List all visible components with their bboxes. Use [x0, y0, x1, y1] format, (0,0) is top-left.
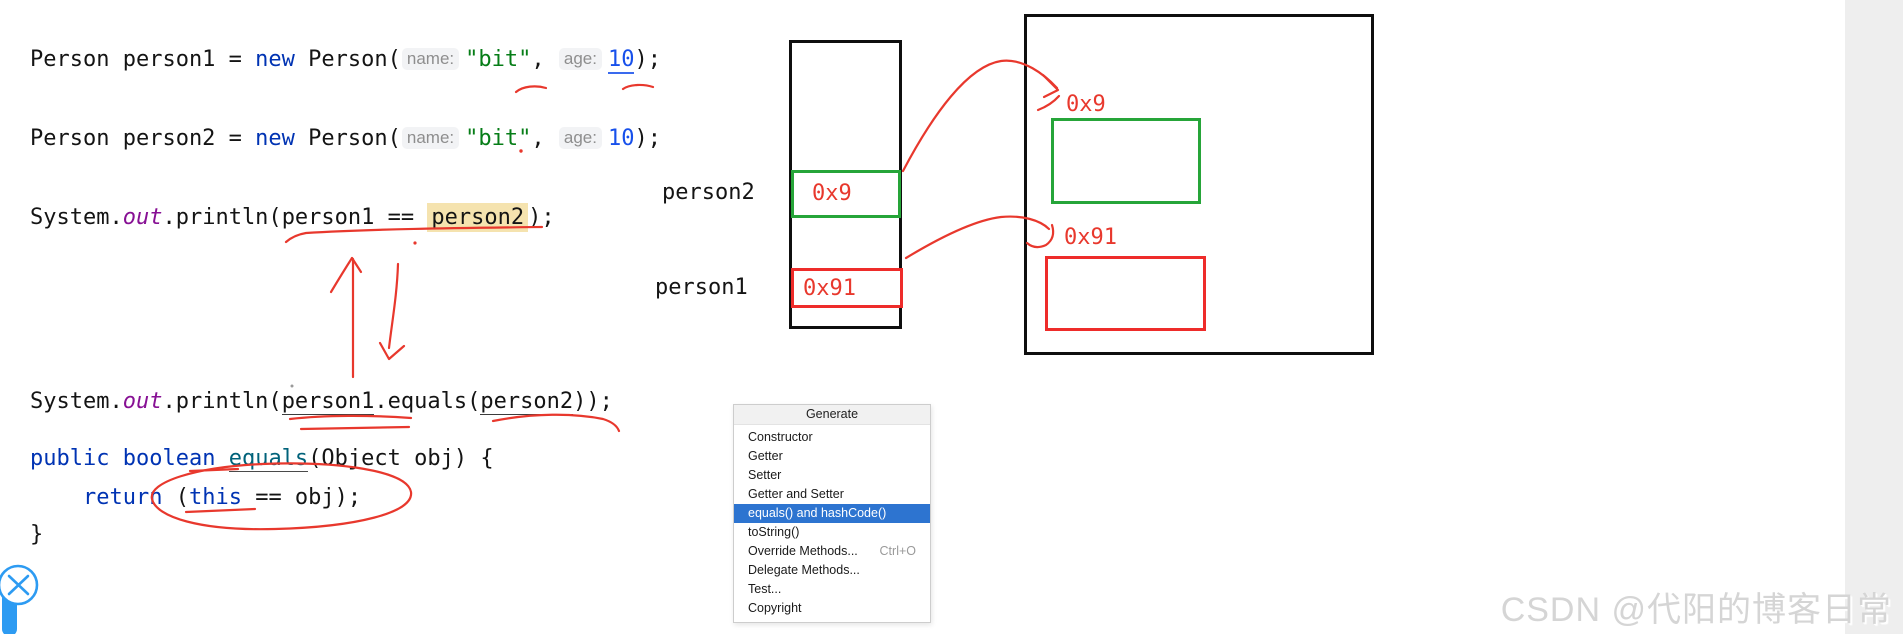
menu-item-label: Override Methods...: [748, 544, 858, 558]
code-token: equals: [228, 446, 309, 472]
code-token: person2: [480, 389, 574, 415]
stack-var-person2-label: person2: [662, 180, 755, 205]
code-token: Person(: [294, 126, 401, 151]
code-token: System.: [30, 389, 123, 414]
stack-cell-person2-value: 0x9: [812, 181, 852, 206]
stack-cell-person1: 0x91: [791, 268, 903, 308]
heap-object-red: [1045, 256, 1206, 331]
code-token: == obj);: [241, 485, 362, 510]
heap-box: [1024, 14, 1374, 355]
code-token: public: [30, 446, 110, 471]
code-token: }: [30, 522, 44, 547]
code-line: }: [30, 522, 43, 548]
menu-item-tostring[interactable]: toString(): [734, 523, 930, 542]
menu-item-test[interactable]: Test...: [734, 580, 930, 599]
code-token: out: [122, 389, 163, 414]
code-token: Person person1 =: [30, 47, 256, 72]
annotation-close-button[interactable]: [0, 560, 62, 634]
code-token: age:: [558, 127, 602, 149]
code-token: );: [634, 47, 661, 72]
stack-cell-person2: 0x9: [791, 170, 901, 218]
menu-title: Generate: [734, 405, 930, 425]
close-icon: [0, 564, 39, 606]
code-token: 10: [607, 126, 635, 151]
menu-item-label: Getter: [748, 449, 783, 463]
code-token: ));: [573, 389, 613, 414]
code-token: ,: [531, 47, 558, 72]
menu-item-label: Constructor: [748, 430, 813, 444]
code-token: System.: [30, 205, 123, 230]
code-token: age:: [558, 48, 602, 70]
menu-item-override-methods[interactable]: Override Methods... Ctrl+O: [734, 542, 930, 561]
code-token: name:: [401, 127, 460, 149]
heap-object-red-address: 0x91: [1064, 225, 1117, 250]
menu-item-label: toString(): [748, 525, 800, 539]
menu-item-label: Copyright: [748, 601, 802, 615]
code-token: "bit": [465, 126, 532, 151]
watermark: CSDN @代阳的博客日常: [1500, 591, 1892, 629]
code-token: .println(: [162, 205, 282, 230]
code-token: return: [82, 485, 163, 510]
menu-item-setter[interactable]: Setter: [734, 466, 930, 485]
code-line: Person person2 = new Person(name:"bit", …: [30, 126, 661, 152]
code-token: );: [528, 205, 555, 230]
menu-item-label: Setter: [748, 468, 782, 482]
code-line: public boolean equals(Object obj) {: [30, 446, 494, 472]
code-token: [30, 485, 83, 510]
menu-item-shortcut: Ctrl+O: [879, 544, 916, 558]
menu-item-label: Delegate Methods...: [748, 563, 860, 577]
code-token: this: [188, 485, 242, 510]
code-token: (Object obj) {: [308, 446, 494, 471]
menu-item-label: Getter and Setter: [748, 487, 844, 501]
code-token: person1: [281, 389, 375, 415]
code-token: .println(: [162, 389, 282, 414]
code-token: "bit": [465, 47, 532, 72]
code-token: new: [255, 126, 295, 151]
stack-var-person1-label: person1: [655, 275, 748, 300]
heap-object-green-address: 0x9: [1066, 92, 1106, 117]
menu-item-getter[interactable]: Getter: [734, 447, 930, 466]
code-line: System.out.println(person1.equals(person…: [30, 389, 613, 415]
code-token: person1 ==: [281, 205, 428, 230]
code-line: System.out.println(person1 == person2);: [30, 203, 555, 232]
code-token: (: [162, 485, 189, 510]
code-token: [109, 446, 122, 471]
menu-item-label: equals() and hashCode(): [748, 506, 887, 520]
right-gray-strip: [1845, 0, 1903, 634]
code-line: Person person1 = new Person(name:"bit", …: [30, 47, 661, 74]
menu-item-constructor[interactable]: Constructor: [734, 428, 930, 447]
stack-cell-person1-value: 0x91: [803, 276, 856, 301]
code-token: person2: [427, 203, 529, 232]
code-token: ,: [531, 126, 558, 151]
menu-item-equals-and-hashcode[interactable]: equals() and hashCode(): [734, 504, 930, 523]
code-token: );: [634, 126, 661, 151]
code-token: name:: [401, 48, 460, 70]
code-token: [215, 446, 228, 471]
code-token: boolean: [122, 446, 216, 471]
heap-object-green: [1051, 118, 1201, 204]
code-line: return (this == obj);: [30, 485, 361, 511]
code-token: new: [255, 47, 295, 72]
menu-item-label: Test...: [748, 582, 782, 596]
code-token: Person(: [294, 47, 401, 72]
code-token: Person person2 =: [30, 126, 256, 151]
code-token: 10: [607, 47, 635, 74]
code-token: .equals(: [374, 389, 481, 414]
menu-item-getter-and-setter[interactable]: Getter and Setter: [734, 485, 930, 504]
code-token: out: [122, 205, 163, 230]
menu-item-copyright[interactable]: Copyright: [734, 599, 930, 618]
menu-item-delegate-methods[interactable]: Delegate Methods...: [734, 561, 930, 580]
